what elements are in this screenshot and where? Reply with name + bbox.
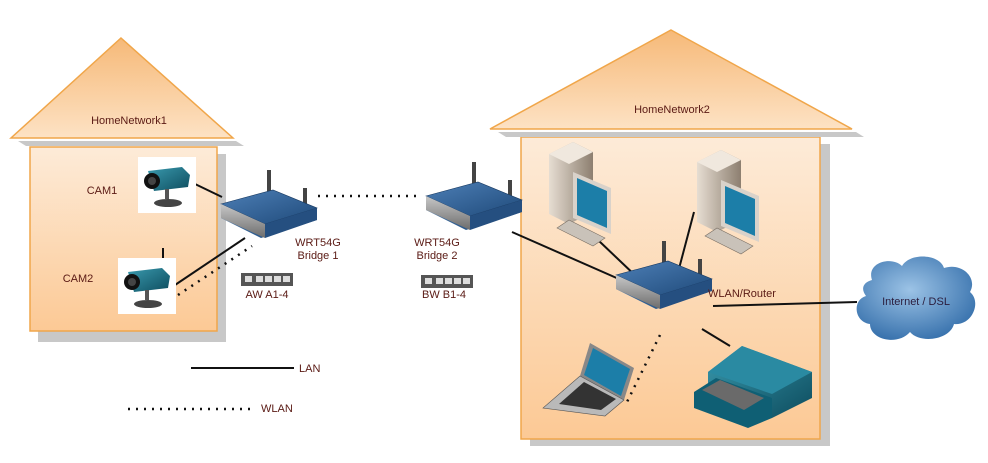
house2-roof xyxy=(489,29,853,130)
house1-title: HomeNetwork1 xyxy=(91,115,167,127)
cam2-label: CAM2 xyxy=(63,273,94,285)
bridge2-model-label: WRT54G xyxy=(414,237,460,249)
camera-cam1[interactable]: CAM1 xyxy=(87,157,196,213)
wlan-link-cam2-bridge1 xyxy=(177,244,253,297)
laptop[interactable] xyxy=(542,343,634,417)
cam1-label: CAM1 xyxy=(87,185,118,197)
bridge2-ports-label: BW B1-4 xyxy=(422,289,466,301)
camera-cam2[interactable]: CAM2 xyxy=(63,248,176,314)
bridge1-name-label: Bridge 1 xyxy=(298,250,339,262)
router-wlan[interactable]: WLAN/Router xyxy=(614,239,776,311)
camera-icon xyxy=(118,258,176,314)
bridge1-ports-label: AW A1-4 xyxy=(246,289,289,301)
camera-icon xyxy=(138,157,196,213)
wireless-router-icon xyxy=(424,160,524,232)
internet-cloud[interactable]: Internet / DSL xyxy=(856,256,976,340)
legend-lan-label: LAN xyxy=(299,363,320,375)
lan-link-router-printer xyxy=(701,328,731,347)
cloud-icon xyxy=(856,256,976,340)
wlan-link-router-laptop xyxy=(624,334,662,405)
router-label: WLAN/Router xyxy=(708,288,776,300)
wireless-router-icon xyxy=(219,168,319,240)
lan-link-cam1-bridge1 xyxy=(194,183,223,198)
router-bridge2[interactable]: WRT54G Bridge 2 BW B1-4 xyxy=(414,160,524,301)
router-bridge1[interactable]: WRT54G Bridge 1 AW A1-4 xyxy=(219,168,341,301)
house2-title: HomeNetwork2 xyxy=(634,104,710,116)
ethernet-ports-icon xyxy=(241,273,293,286)
lan-link-router-internet xyxy=(712,301,858,307)
bridge1-model-label: WRT54G xyxy=(295,237,341,249)
legend: LAN WLAN xyxy=(128,363,320,415)
lan-link-cam2-bridge1 xyxy=(174,237,246,286)
bridge2-name-label: Bridge 2 xyxy=(417,250,458,262)
house1-roof xyxy=(9,36,235,139)
house2-roof-shadow xyxy=(498,132,864,137)
house1-roof-shadow xyxy=(18,141,244,146)
internet-label: Internet / DSL xyxy=(882,296,950,308)
printer[interactable] xyxy=(694,346,812,428)
legend-wlan-label: WLAN xyxy=(261,403,293,415)
lan-link-bridge2-router xyxy=(511,231,629,284)
ethernet-ports-icon xyxy=(421,275,473,288)
connections xyxy=(174,183,858,405)
